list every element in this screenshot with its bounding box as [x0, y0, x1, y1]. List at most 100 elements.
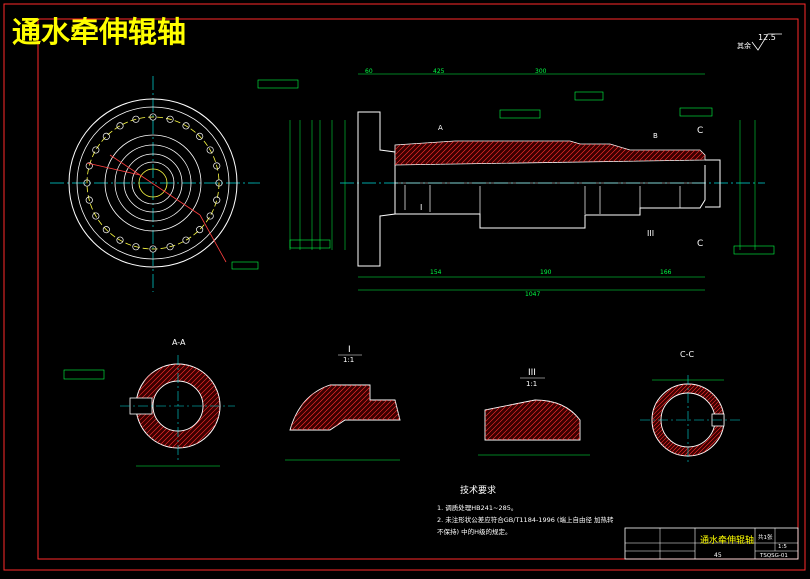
- bolt-hole: [102, 132, 110, 140]
- detail-i-marker: I: [420, 203, 422, 212]
- hatch-line: [468, 141, 496, 165]
- shaft-step-lines: [404, 185, 681, 214]
- dim-425: 425: [433, 68, 445, 75]
- vertical-dimension-lines: [289, 120, 756, 250]
- section-aa-label: A-A: [172, 338, 186, 347]
- hatch-line: [498, 141, 526, 165]
- bolt-hole: [132, 115, 140, 123]
- shaft-lower-outline: [395, 165, 706, 229]
- tolerance-frame: [289, 239, 331, 249]
- bolt-hole: [213, 196, 221, 204]
- hatch-line: [314, 385, 364, 430]
- hatch-line: [395, 141, 416, 165]
- hatch-line: [395, 141, 411, 165]
- dim-190: 190: [540, 269, 552, 276]
- section-aa-view: A-A: [63, 338, 235, 467]
- section-a-marker: A: [438, 124, 443, 132]
- hatch-line: [413, 141, 441, 165]
- hatch-line: [440, 398, 484, 442]
- tech-requirements-heading: 技术要求: [460, 484, 496, 496]
- detail-i-scale: 1:1: [343, 356, 354, 364]
- dim-166: 166: [660, 269, 672, 276]
- hatch-line: [136, 364, 167, 448]
- position-tolerance-box: [231, 261, 259, 270]
- roughness-other-label: 其余: [737, 41, 751, 50]
- hatch-line: [319, 385, 369, 430]
- detail-i-label: I: [348, 345, 351, 355]
- hatch-line: [553, 141, 581, 165]
- hatch-line: [538, 141, 566, 165]
- detail-iii-marker: III: [647, 229, 654, 238]
- detail-iii-scale: 1:1: [526, 380, 537, 388]
- hatch-line: [573, 141, 601, 165]
- hatch-line: [473, 141, 501, 165]
- hatch-line: [559, 400, 580, 440]
- hatch-line: [579, 400, 580, 440]
- hatch-line: [578, 141, 606, 165]
- tolerance-frame: [257, 79, 299, 89]
- outer-border: [3, 3, 806, 571]
- hatch-line: [463, 141, 491, 165]
- hatch-line: [499, 400, 545, 440]
- bolt-hole: [196, 132, 204, 140]
- hatch-line: [433, 141, 461, 165]
- title-block-sheet: 共1张: [758, 533, 773, 541]
- bolt-hole: [213, 162, 221, 170]
- hatch-line: [652, 384, 685, 456]
- bolt-hole: [116, 236, 124, 244]
- hatch-line: [136, 364, 162, 448]
- hatch-line: [695, 384, 724, 456]
- hatch-line: [290, 385, 294, 430]
- hatch-line: [652, 384, 681, 456]
- hatch-line: [299, 385, 349, 430]
- hatch-line: [569, 400, 580, 440]
- tech-requirement-3: 不保持) 中的H级的规定。: [437, 527, 512, 536]
- end-view: [50, 76, 260, 292]
- hatch-line: [485, 400, 525, 440]
- bore-circle: [131, 161, 175, 205]
- bolt-hole: [215, 179, 223, 187]
- detail-iii-view: III 1:1: [440, 368, 590, 456]
- hatch-line: [493, 141, 521, 165]
- hatch-line: [583, 141, 611, 165]
- bolt-hole: [166, 243, 174, 251]
- title-block-material: 45: [714, 552, 722, 559]
- hatch-line: [395, 141, 396, 165]
- hatch-line: [443, 141, 471, 165]
- hatch-line: [290, 385, 339, 430]
- hatch-line: [394, 385, 400, 430]
- hatch-line: [494, 400, 540, 440]
- section-cc-label: C-C: [680, 350, 694, 359]
- hatch-line: [418, 141, 446, 165]
- tolerance-frame: [733, 245, 775, 255]
- hatch-line: [703, 141, 705, 165]
- hatch-line: [543, 141, 571, 165]
- section-aa-tolerance-box: [63, 369, 105, 380]
- hatch-line: [485, 400, 520, 440]
- detail-iii-profile: [484, 399, 581, 441]
- bolt-hole: [206, 212, 214, 220]
- dim-60: 60: [365, 68, 373, 75]
- hatch-line: [699, 384, 724, 456]
- bolt-hole: [92, 146, 100, 154]
- hatch-line: [448, 141, 476, 165]
- hatch-line: [528, 141, 556, 165]
- bolt-hole: [83, 179, 91, 187]
- leader-line-1: [109, 154, 201, 216]
- hatch-line: [503, 141, 531, 165]
- hatch-line: [563, 141, 591, 165]
- section-c-marker-top: C: [697, 126, 703, 136]
- flange-inner-circle: [76, 106, 230, 260]
- hub-circle: [104, 134, 202, 232]
- hatch-line: [408, 141, 436, 165]
- detail-iii-hatch: [440, 398, 580, 442]
- hatch-line: [395, 141, 421, 165]
- flange-outer-circle: [68, 98, 238, 268]
- title-block-frame: [624, 527, 799, 560]
- bolt-hole: [149, 245, 157, 253]
- leader-line-2: [86, 162, 141, 176]
- hatch-line: [240, 384, 288, 432]
- hatch-line: [568, 141, 596, 165]
- bolt-hole: [196, 226, 204, 234]
